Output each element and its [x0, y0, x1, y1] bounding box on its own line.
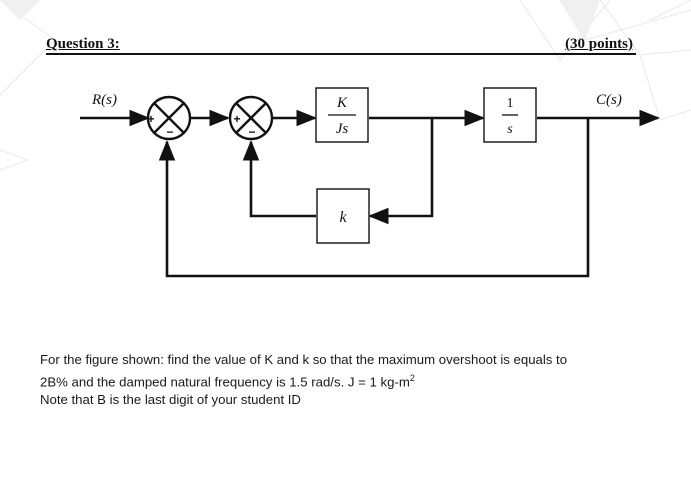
header-rule [46, 53, 636, 55]
output-signal-label: C(s) [596, 92, 622, 108]
forward-gain-denominator: Js [336, 121, 349, 137]
question-title: Question 3: [46, 36, 120, 52]
question-points: (30 points) [565, 36, 633, 52]
problem-line-2-text: 2B% and the damped natural frequency is … [40, 374, 410, 390]
inner-feedback-path-up [242, 139, 316, 218]
forward-gain-numerator: K [336, 95, 348, 111]
input-signal-label: R(s) [91, 92, 117, 108]
sum1-minus-sign: − [166, 125, 173, 139]
integrator-block: 1 s [483, 87, 537, 143]
sum2-plus-sign: + [233, 112, 240, 126]
sum1-plus-sign: + [147, 112, 154, 126]
problem-line-2-superscript: 2 [409, 373, 415, 383]
summing-junction-2: + − [228, 95, 274, 141]
forward-gain-block: K Js [315, 87, 369, 143]
sum2-minus-sign: − [248, 125, 255, 139]
feedback-gain-label: k [339, 209, 347, 226]
summing-junction-1: + − [146, 95, 192, 141]
problem-line-3: Note that B is the last digit of your st… [40, 392, 301, 408]
inner-feedback-path-down [367, 118, 434, 225]
integrator-denominator: s [507, 122, 513, 137]
problem-line-2: 2B% and the damped natural frequency is … [40, 369, 660, 391]
problem-line-1: For the figure shown: find the value of … [40, 352, 568, 367]
outer-feedback-path [158, 118, 590, 278]
problem-statement: For the figure shown: find the value of … [40, 351, 660, 409]
integrator-numerator: 1 [507, 96, 514, 111]
feedback-gain-block: k [316, 188, 370, 244]
